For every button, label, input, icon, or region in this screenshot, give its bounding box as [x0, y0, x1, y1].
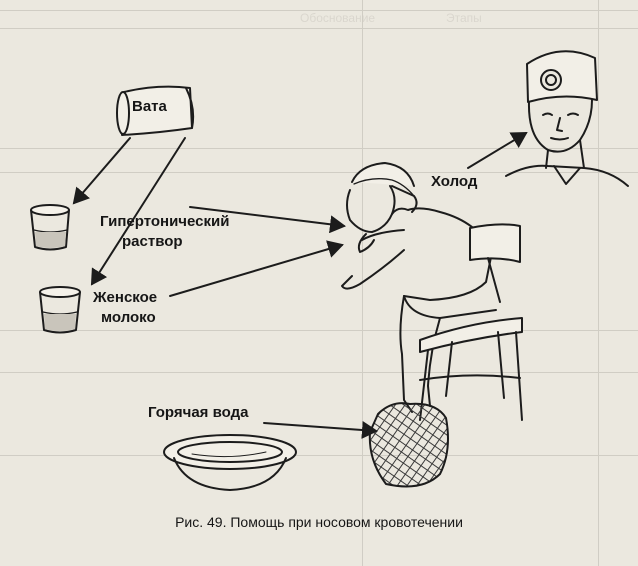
label-cold: Холод [431, 173, 478, 190]
basin-icon [163, 434, 297, 491]
cotton-wool-icon [116, 85, 195, 136]
label-milk-line2: молоко [101, 309, 156, 326]
figure-caption: Рис. 49. Помощь при носовом кровотечении [175, 514, 463, 530]
label-hot-water: Горячая вода [148, 404, 249, 421]
patient-figure [341, 162, 497, 413]
label-hypertonic-line1: Гипертонический [100, 213, 230, 230]
label-cotton-wool: Вата [132, 98, 167, 115]
chair [419, 223, 523, 421]
wrapped-feet [368, 402, 449, 488]
label-milk-line1: Женское [93, 289, 158, 306]
glass-hypertonic-icon [30, 204, 70, 251]
doctor-figure [505, 50, 629, 187]
glass-milk-icon [39, 286, 81, 334]
label-hypertonic-line2: раствор [122, 233, 183, 250]
